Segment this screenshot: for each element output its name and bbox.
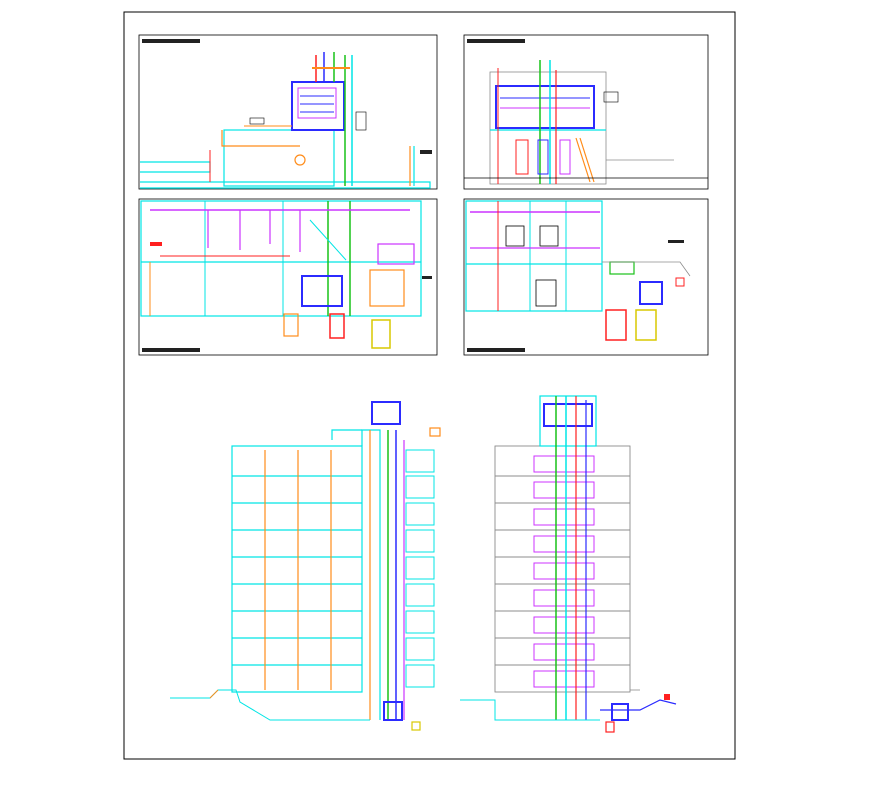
panel-top-left: [138, 34, 438, 190]
elevation-bottom-left: [170, 401, 441, 731]
panel-mid-right: [463, 198, 709, 356]
panel-top-right: [463, 34, 709, 190]
panel-title-bar: [142, 348, 200, 352]
panel-mid-left: [138, 198, 438, 356]
elevation-bottom-right: [460, 395, 677, 733]
panel-title-bar: [142, 39, 200, 43]
panel-title-bar: [467, 348, 525, 352]
panel-frame: [138, 198, 438, 356]
panel-frame: [463, 34, 709, 190]
panel-frame: [463, 198, 709, 356]
panel-frame: [138, 34, 438, 190]
panel-title-bar: [467, 39, 525, 43]
sheet-border: [123, 11, 736, 760]
